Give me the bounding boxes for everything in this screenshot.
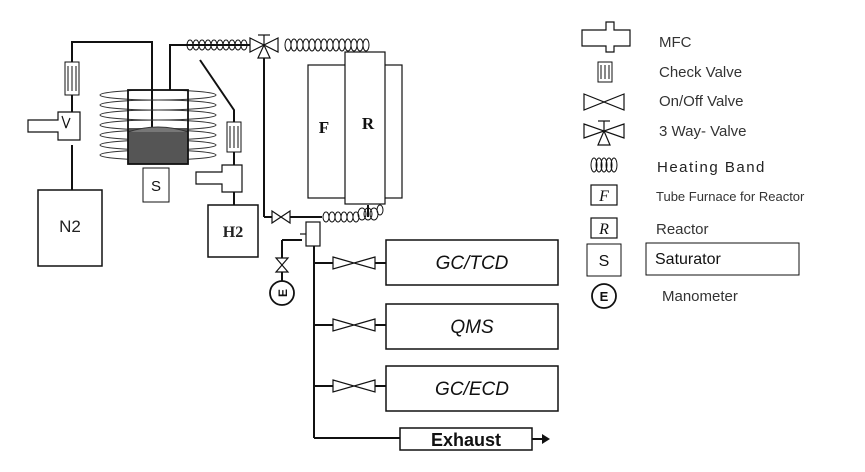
legend-symbol-manometer: E [600, 289, 609, 304]
on-off-valve-manometer [274, 257, 290, 273]
manometer-gauge-label: E [276, 289, 290, 297]
on-off-valve-qms [332, 318, 376, 332]
legend-label-heating-band: Heating Band [657, 159, 766, 176]
saturator-vessel [127, 89, 189, 165]
tube-furnace-icon [590, 184, 618, 206]
three-way-valve [249, 34, 279, 59]
heating-band-top [186, 38, 370, 52]
legend: MFC Check Valve On/Off Valve 3 Way- Valv… [581, 21, 805, 309]
saturator-tag-label: S [151, 178, 161, 195]
saturator-liquid-surface [127, 126, 189, 133]
piping-lines [71, 41, 400, 439]
gc-tcd-label: GC/TCD [436, 253, 509, 274]
reactor-icon [590, 217, 618, 239]
saturator-tag [142, 167, 170, 203]
mfc-h2 [195, 164, 243, 193]
legend-label-mfc: MFC [659, 34, 692, 51]
legend-symbol-saturator: S [599, 253, 610, 270]
on-off-valve-gc-tcd [332, 256, 376, 270]
reactor-tube [344, 51, 386, 205]
manometer-gauge [269, 280, 295, 306]
on-off-valve-bypass [271, 209, 291, 225]
h2-label: H2 [223, 224, 243, 241]
gc-ecd-box [385, 365, 559, 412]
on-off-valve-icon [583, 93, 625, 111]
saturator-icon [586, 243, 622, 277]
exhaust-arrow-icon [532, 434, 550, 444]
manometer-icon [591, 283, 617, 309]
legend-label-tube-furnace: Tube Furnace for Reactor [656, 189, 805, 204]
mfc-icon [581, 21, 631, 53]
legend-label-check-valve: Check Valve [659, 64, 742, 81]
legend-label-on-off-valve: On/Off Valve [659, 93, 744, 110]
legend-symbol-reactor: R [598, 221, 609, 238]
manifold-junction [300, 221, 321, 247]
legend-label-three-way-valve: 3 Way- Valve [659, 123, 747, 140]
gc-ecd-label: GC/ECD [435, 379, 509, 400]
saturator-liquid [128, 128, 188, 164]
three-way-valve-icon [583, 120, 625, 146]
qms-box [385, 303, 559, 350]
heating-band-icon [590, 157, 618, 173]
saturator-label-box [645, 242, 800, 276]
reactor-label: R [362, 114, 375, 133]
mfc-n2 [27, 111, 81, 141]
furnace-label: F [319, 118, 329, 137]
n2-label: N2 [59, 217, 81, 236]
heating-band-bottom [322, 204, 384, 223]
n2-cylinder [37, 189, 103, 267]
gc-tcd-box [385, 239, 559, 286]
h2-cylinder [207, 204, 259, 258]
on-off-valve-gc-ecd [332, 379, 376, 393]
qms-label: QMS [450, 317, 494, 338]
legend-label-saturator: Saturator [655, 251, 721, 268]
legend-label-manometer: Manometer [662, 288, 738, 305]
legend-symbol-furnace: F [598, 188, 609, 205]
exhaust-label: Exhaust [431, 430, 501, 450]
check-valve-n2 [64, 61, 80, 96]
check-valve-icon [597, 61, 613, 83]
legend-label-reactor: Reactor [656, 221, 709, 238]
check-valve-h2 [226, 121, 242, 153]
